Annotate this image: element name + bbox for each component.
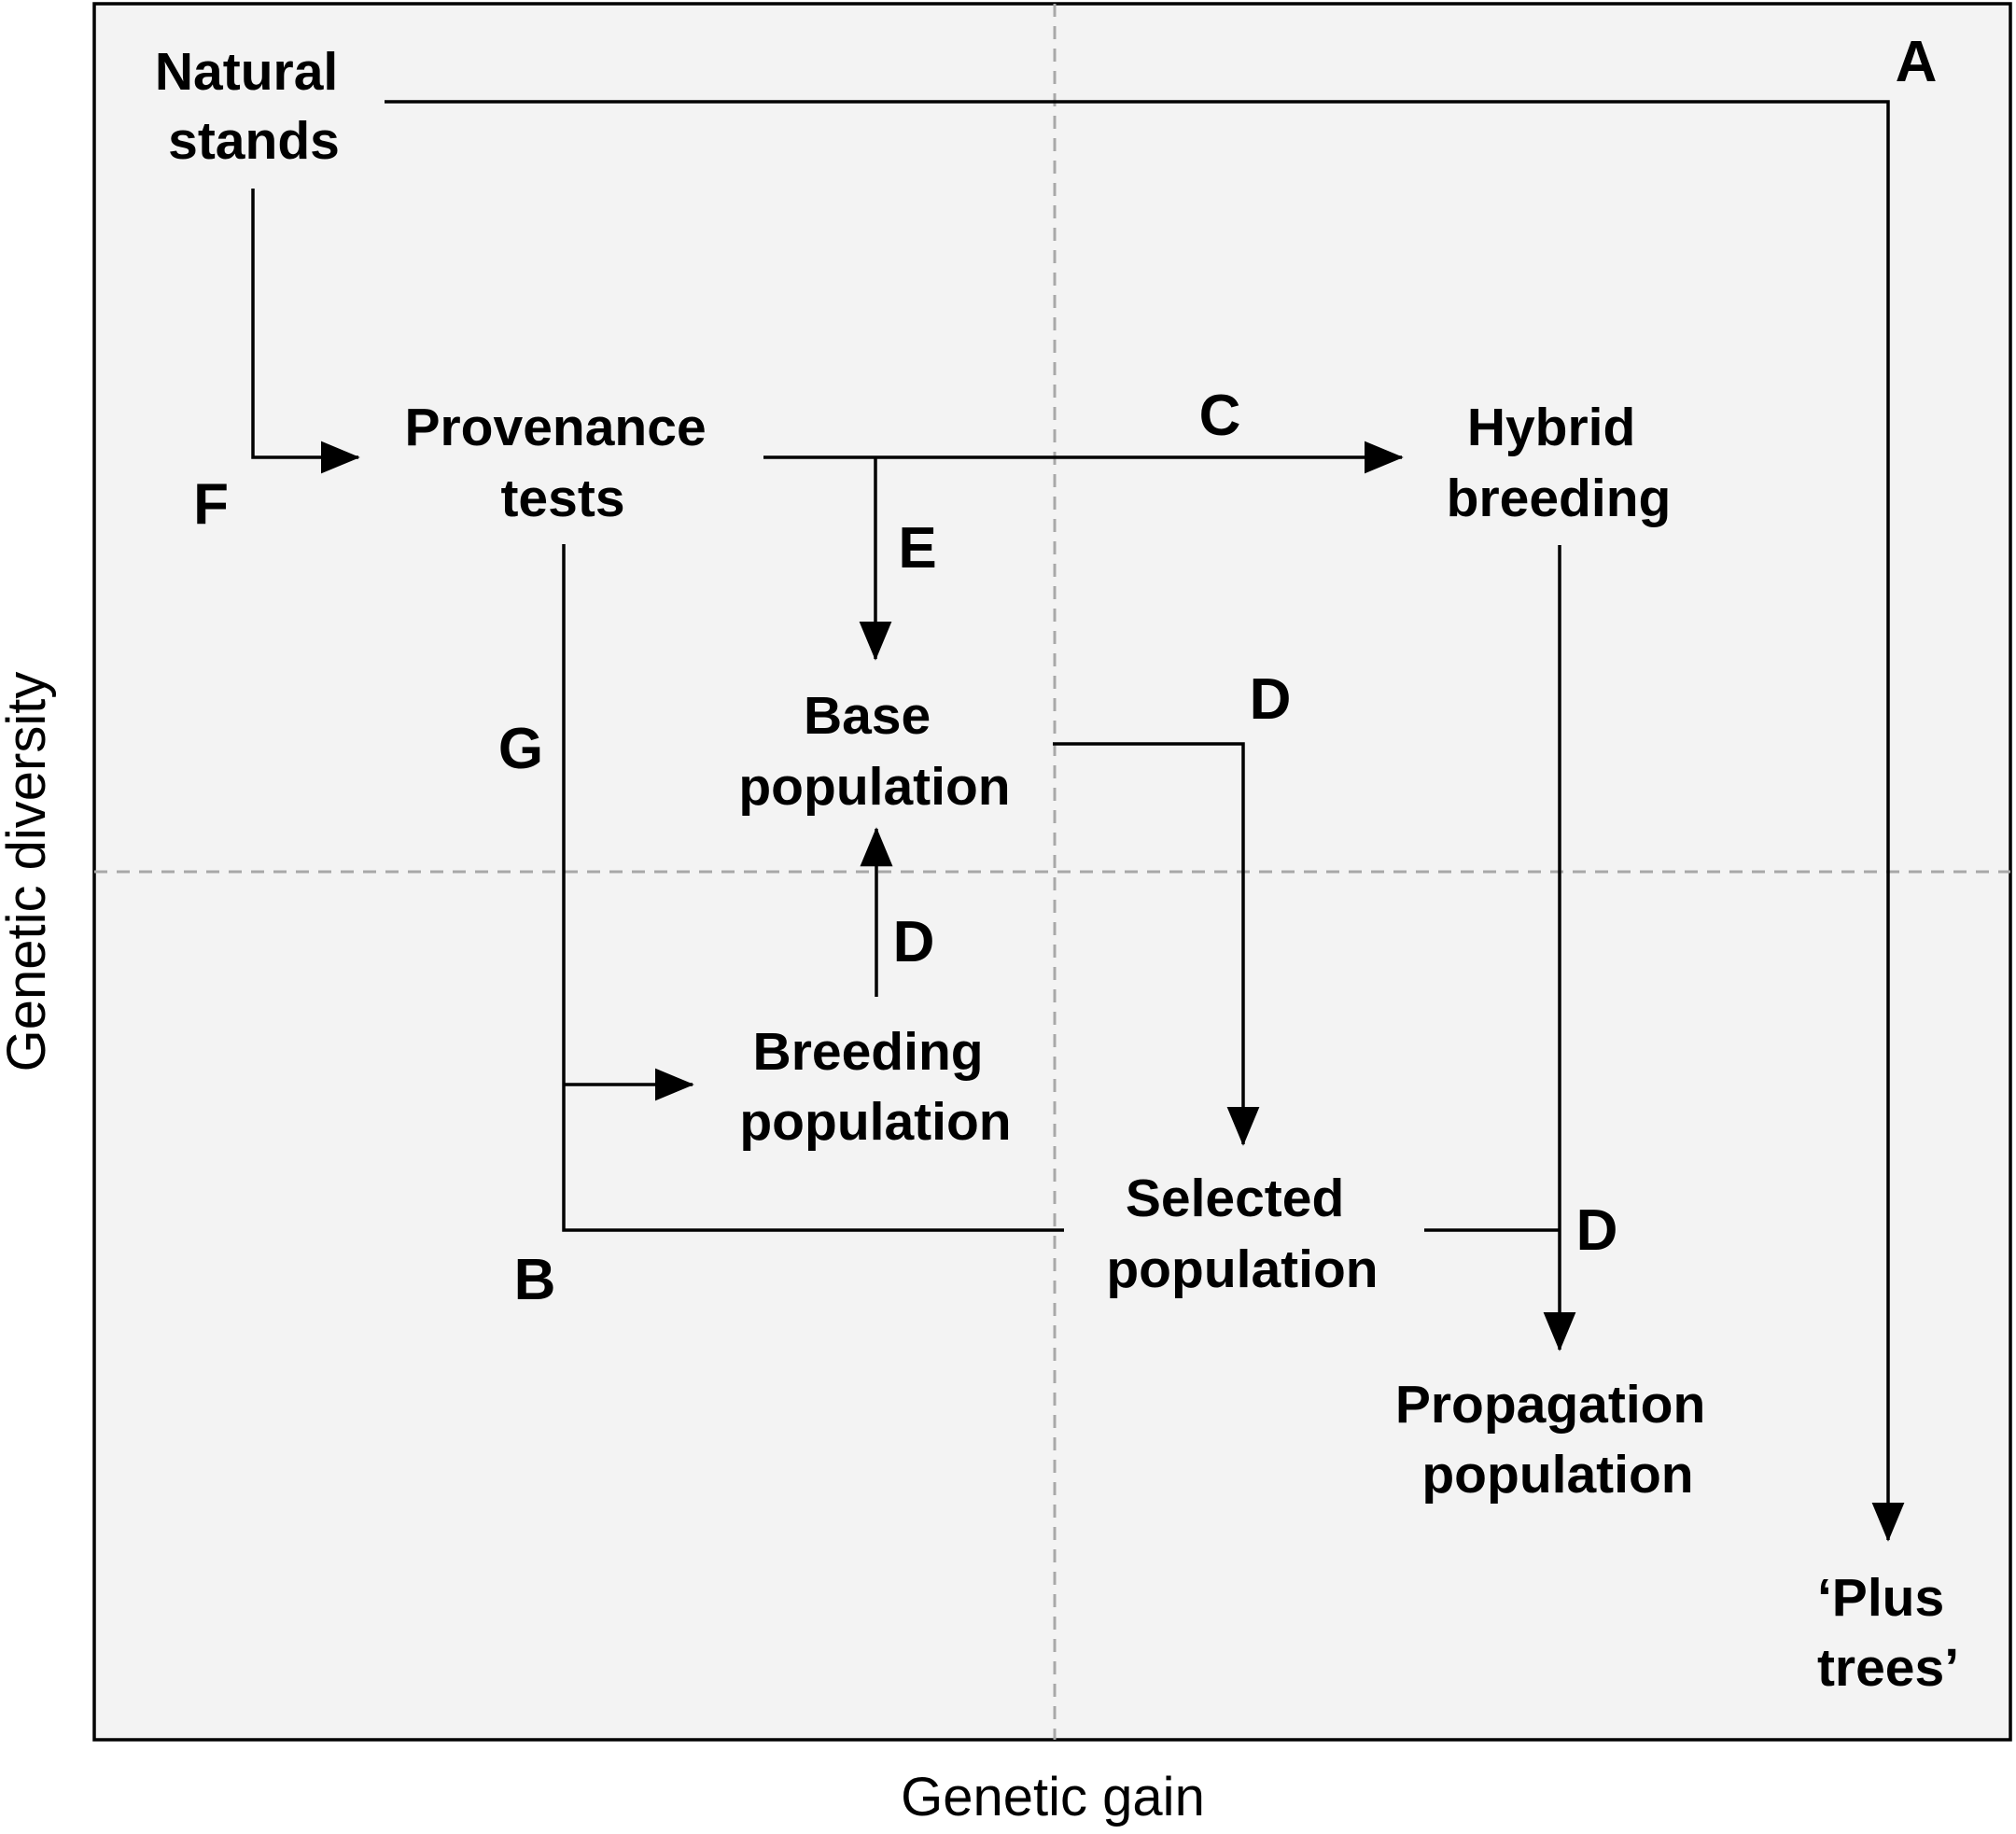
node-natural-stands: Natural stands [155, 42, 353, 171]
node-plus-trees-line-2: trees’ [1817, 1638, 1959, 1698]
node-provenance-tests: Provenance tests [404, 398, 721, 528]
path-letter-f: F [193, 472, 229, 537]
node-provenance-tests-line-2: tests [500, 469, 624, 528]
plot-panel [92, 2, 2012, 1742]
node-selected-population-line-1: Selected [1126, 1169, 1344, 1228]
node-selected-population-line-2: population [1106, 1239, 1378, 1299]
path-letter-d-selected-to-propagation: D [1576, 1198, 1618, 1263]
node-natural-stands-line-2: stands [168, 111, 340, 171]
node-provenance-tests-line-1: Provenance [404, 398, 706, 457]
node-base-population-line-2: population [738, 757, 1010, 817]
path-letter-b: B [514, 1248, 556, 1312]
path-letter-e: E [898, 516, 936, 581]
node-propagation-population-line-2: population [1421, 1445, 1693, 1505]
x-axis-label: Genetic gain [901, 1767, 1205, 1827]
node-breeding-population: Breeding population [739, 1022, 1011, 1152]
node-base-population-line-1: Base [804, 686, 931, 746]
node-hybrid-breeding-line-2: breeding [1447, 469, 1672, 528]
edge-d-base-population-to-selected-population [1053, 742, 1260, 1146]
path-letter-c: C [1199, 384, 1241, 448]
path-letter-a: A [1896, 30, 1938, 94]
node-propagation-population-line-1: Propagation [1395, 1375, 1706, 1435]
node-plus-trees-line-1: ‘Plus [1817, 1568, 1944, 1628]
y-axis-label: Genetic diversity [0, 672, 57, 1072]
node-plus-trees: ‘Plus trees’ [1817, 1568, 1959, 1698]
edge-b-provenance-tests-to-selected-population [562, 544, 1064, 1232]
path-letter-d-base-to-selected: D [1250, 667, 1292, 732]
edge-a-natural-stands-to-plus-trees [385, 100, 1905, 1542]
path-letter-d-breeding-to-base: D [893, 910, 935, 974]
edge-f-natural-stands-to-provenance-tests [251, 189, 360, 474]
path-letter-g: G [498, 717, 543, 781]
node-hybrid-breeding-line-1: Hybrid [1467, 398, 1636, 457]
node-breeding-population-line-2: population [739, 1092, 1011, 1152]
node-base-population: Base population [738, 686, 1010, 817]
node-hybrid-breeding: Hybrid breeding [1447, 398, 1672, 528]
node-selected-population: Selected population [1106, 1169, 1378, 1299]
node-natural-stands-line-1: Natural [155, 42, 338, 102]
node-breeding-population-line-1: Breeding [753, 1022, 984, 1082]
node-propagation-population: Propagation population [1395, 1375, 1720, 1505]
